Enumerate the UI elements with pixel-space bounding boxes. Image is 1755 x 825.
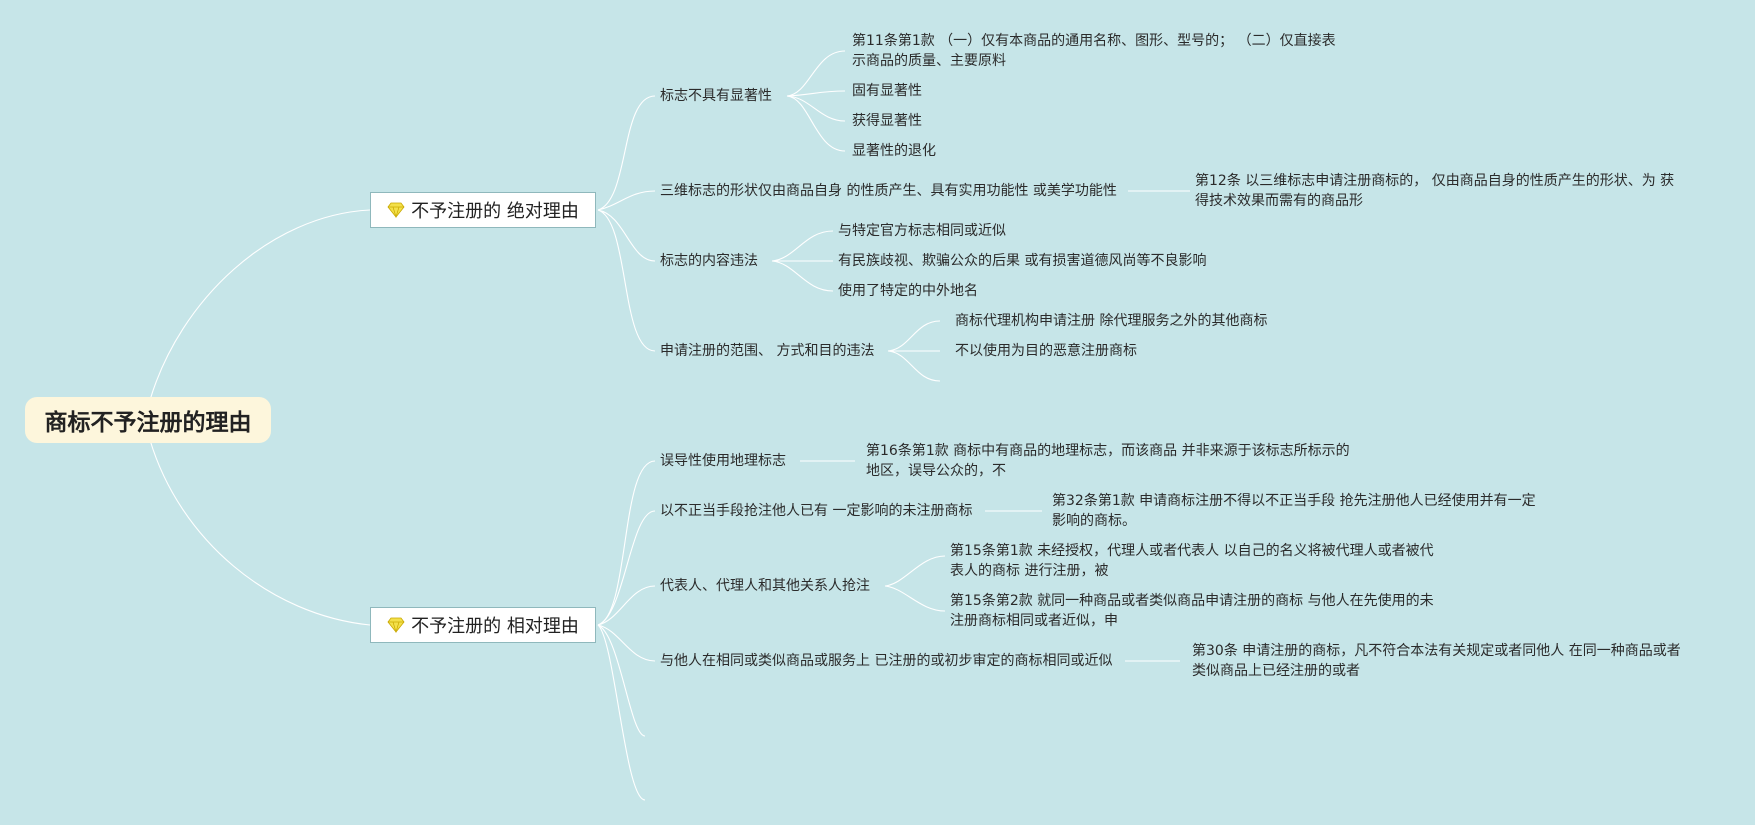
connector xyxy=(597,209,656,262)
connector xyxy=(884,555,946,587)
subtopic-bad-faith[interactable]: 不以使用为目的恶意注册商标 xyxy=(955,343,1137,359)
connector xyxy=(597,460,656,626)
subtopic-distinctiveness-degeneration[interactable]: 显著性的退化 xyxy=(852,143,936,159)
connector xyxy=(597,624,646,737)
subtopic-acquired-distinctiveness[interactable]: 获得显著性 xyxy=(852,113,922,129)
connector xyxy=(771,230,834,262)
topic-agent-preemption[interactable]: 代表人、代理人和其他关系人抢注 xyxy=(660,578,870,594)
connector xyxy=(771,260,834,292)
branch-absolute-reasons[interactable]: 不予注册的 绝对理由 xyxy=(370,192,596,228)
gem-icon xyxy=(387,617,405,633)
connector xyxy=(786,95,846,152)
connector xyxy=(597,510,656,626)
topic-geographical-indication[interactable]: 误导性使用地理标志 xyxy=(660,453,786,469)
subtopic-article-11[interactable]: 第11条第1款 （一）仅有本商品的通用名称、图形、型号的； （二）仅直接表示商品… xyxy=(852,33,1336,69)
subtopic-inherent-distinctiveness[interactable]: 固有显著性 xyxy=(852,83,922,99)
subtopic-place-names[interactable]: 使用了特定的中外地名 xyxy=(838,283,978,299)
branch-label: 不予注册的 绝对理由 xyxy=(411,201,579,222)
connector xyxy=(786,90,846,97)
branch-relative-reasons[interactable]: 不予注册的 相对理由 xyxy=(370,607,596,643)
connector xyxy=(597,624,656,662)
connector xyxy=(887,320,941,352)
connector xyxy=(597,585,656,626)
subtopic-article-15-1[interactable]: 第15条第1款 未经授权，代理人或者代表人 以自己的名义将被代理人或者被代表人的… xyxy=(950,543,1434,579)
topic-preemptive-registration[interactable]: 以不正当手段抢注他人已有 一定影响的未注册商标 xyxy=(660,503,973,519)
subtopic-article-32[interactable]: 第32条第1款 申请商标注册不得以不正当手段 抢先注册他人已经使用并有一定影响的… xyxy=(1052,493,1536,529)
subtopic-agency-registration[interactable]: 商标代理机构申请注册 除代理服务之外的其他商标 xyxy=(955,313,1268,329)
connector xyxy=(884,585,946,612)
connector xyxy=(597,95,656,211)
topic-illegal-scope-method[interactable]: 申请注册的范围、 方式和目的违法 xyxy=(660,343,875,359)
connector xyxy=(149,209,371,401)
subtopic-article-30[interactable]: 第30条 申请注册的商标，凡不符合本法有关规定或者同他人 在同一种商品或者类似商… xyxy=(1192,643,1681,679)
subtopic-article-15-2[interactable]: 第15条第2款 就同一种商品或者类似商品申请注册的商标 与他人在先使用的未注册商… xyxy=(950,593,1434,629)
root-topic[interactable]: 商标不予注册的理由 xyxy=(25,397,271,443)
connector xyxy=(597,190,656,211)
subtopic-article-16[interactable]: 第16条第1款 商标中有商品的地理标志，而该商品 并非来源于该标志所标示的地区，… xyxy=(866,443,1350,479)
branch-label: 不予注册的 相对理由 xyxy=(411,616,579,637)
topic-lack-distinctiveness[interactable]: 标志不具有显著性 xyxy=(660,88,772,104)
subtopic-official-symbols[interactable]: 与特定官方标志相同或近似 xyxy=(838,223,1006,239)
topic-illegal-content[interactable]: 标志的内容违法 xyxy=(660,253,758,269)
gem-icon xyxy=(387,202,405,218)
connector xyxy=(597,209,656,352)
connector xyxy=(786,50,846,97)
connector xyxy=(149,439,371,626)
connector xyxy=(597,624,646,801)
subtopic-article-12[interactable]: 第12条 以三维标志申请注册商标的， 仅由商品自身的性质产生的形状、为 获得技术… xyxy=(1195,173,1675,209)
connector xyxy=(887,350,941,382)
connector xyxy=(786,95,846,122)
topic-identical-similar-marks[interactable]: 与他人在相同或类似商品或服务上 已注册的或初步审定的商标相同或近似 xyxy=(660,653,1113,669)
subtopic-ethnic-discrimination[interactable]: 有民族歧视、欺骗公众的后果 或有损害道德风尚等不良影响 xyxy=(838,253,1207,269)
topic-3d-shape[interactable]: 三维标志的形状仅由商品自身 的性质产生、具有实用功能性 或美学功能性 xyxy=(660,183,1117,199)
